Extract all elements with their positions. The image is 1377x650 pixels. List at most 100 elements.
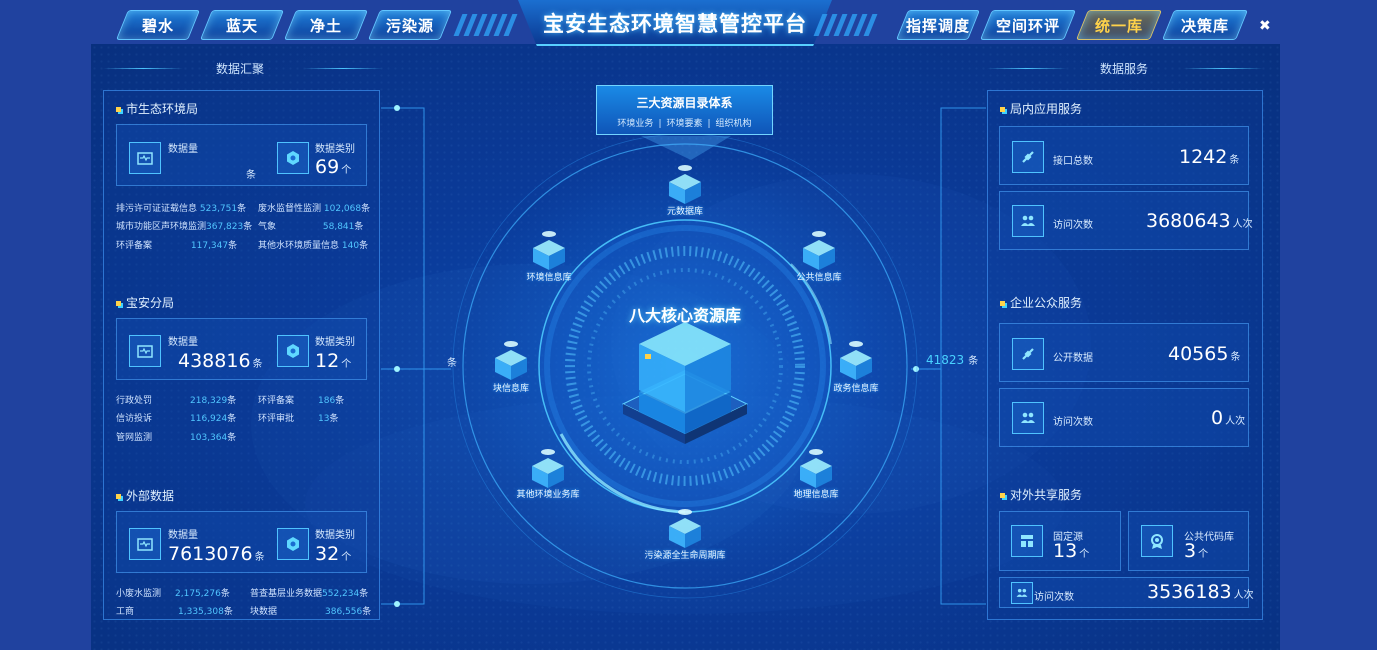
fullscreen-close-icon[interactable]: ✖ [1259, 18, 1271, 34]
nav-tab-bishui[interactable]: 碧水 [115, 10, 201, 40]
nav-tab-label: 污染源 [385, 16, 434, 35]
badge-icon [1141, 525, 1173, 557]
database-icon [129, 142, 161, 174]
count-label: 数据量 [168, 144, 198, 155]
node-label-metadata[interactable]: 元数据库 [666, 207, 704, 217]
right-section-header: 数据服务 [987, 60, 1263, 78]
service-label: 公开数据 [1053, 353, 1093, 364]
left-section-header: 数据汇聚 [103, 60, 383, 78]
data-row: 气象 58,841条 [258, 222, 364, 232]
left-side-unit: 条 [447, 358, 457, 369]
nav-tab-label: 碧水 [141, 16, 174, 35]
service-label: 访问次数 [1053, 220, 1093, 231]
node-label-other[interactable]: 其他环境业务库 [516, 490, 580, 500]
catalog-sub-item: 环境要素 [666, 119, 703, 129]
left-section-title: 数据汇聚 [216, 62, 265, 76]
category-icon [277, 335, 309, 367]
share-label: 访问次数 [1034, 592, 1074, 603]
top-navigation: 碧水 蓝天 净土 污染源 宝安生态环境智慧管控平台 指挥调度 空间环评 统一库 … [0, 0, 1377, 50]
users-icon [1011, 582, 1033, 604]
nav-tab-label: 统一库 [1094, 16, 1143, 35]
users-icon [1012, 402, 1044, 434]
nav-tab-label: 空间环评 [995, 16, 1060, 35]
nav-tab-wuranyuan[interactable]: 污染源 [367, 10, 453, 40]
data-row: 废水监督性监测 102,068条 [258, 204, 371, 214]
right-section-title: 数据服务 [1100, 62, 1149, 76]
plug-icon [1012, 338, 1044, 370]
database-icon [129, 335, 161, 367]
node-label-env[interactable]: 环境信息库 [526, 273, 572, 283]
nav-tab-label: 决策库 [1180, 16, 1229, 35]
data-row: 排污许可证证载信息 523,751条 [116, 204, 247, 214]
node-label-block[interactable]: 块信息库 [492, 384, 530, 394]
catalog-title: 三大资源目录体系 [636, 96, 733, 110]
group-title-internal: 局内应用服务 [1000, 100, 1082, 117]
data-row: 其他水环境质量信息 140条 [258, 241, 369, 251]
group-title-shi: 市生态环境局 [116, 100, 198, 117]
node-label-geo[interactable]: 地理信息库 [793, 490, 839, 500]
group-title-external: 对外共享服务 [1000, 486, 1082, 503]
data-row: 环评备案 117,347条 [116, 241, 238, 251]
group-title-baoan: 宝安分局 [116, 294, 174, 311]
nav-tab-kongjian[interactable]: 空间环评 [979, 10, 1077, 40]
core-resource-title: 八大核心资源库 [628, 306, 742, 325]
share-label: 固定源 [1053, 532, 1083, 543]
factory-icon [1011, 525, 1043, 557]
node-label-gov[interactable]: 政务信息库 [833, 384, 879, 394]
node-label-pollution[interactable]: 污染源全生命周期库 [644, 551, 726, 561]
catalog-subtitles: 环境业务|环境要素|组织机构 [617, 119, 752, 129]
data-row: 普查基层业务数据552,234条 [250, 589, 369, 599]
nav-tab-juece[interactable]: 决策库 [1161, 10, 1249, 40]
decor-stripes-left [453, 14, 518, 36]
type-label: 数据类别 [315, 144, 355, 155]
page-title: 宝安生态环境智慧管控平台 [543, 12, 807, 36]
decor-stripes-right [813, 14, 878, 36]
node-label-public[interactable]: 公共信息库 [796, 273, 842, 283]
catalog-sub-item: 环境业务 [617, 119, 654, 129]
service-label: 接口总数 [1053, 156, 1093, 167]
nav-tab-label: 指挥调度 [905, 16, 970, 35]
share-label: 公共代码库 [1184, 532, 1234, 543]
nav-tab-label: 蓝天 [225, 16, 258, 35]
count-unit: 条 [246, 170, 256, 181]
service-card-visits[interactable] [999, 577, 1249, 608]
nav-tab-jingtu[interactable]: 净土 [283, 10, 369, 40]
data-row: 城市功能区声环境监测367,823条 [116, 222, 253, 232]
nav-tab-lantian[interactable]: 蓝天 [199, 10, 285, 40]
type-label: 数据类别 [315, 337, 355, 348]
nav-tab-zhihui[interactable]: 指挥调度 [895, 10, 981, 40]
group-title-waibu: 外部数据 [116, 487, 174, 504]
service-label: 访问次数 [1053, 417, 1093, 428]
database-icon [129, 528, 161, 560]
nav-tab-tongyiku[interactable]: 统一库 [1075, 10, 1163, 40]
group-title-public: 企业公众服务 [1000, 294, 1082, 311]
background-decor [251, 105, 1091, 614]
nav-tab-label: 净土 [309, 16, 342, 35]
type-label: 数据类别 [315, 530, 355, 541]
plug-icon [1012, 141, 1044, 173]
catalog-sub-item: 组织机构 [715, 119, 752, 129]
category-icon [277, 528, 309, 560]
users-icon [1012, 205, 1044, 237]
